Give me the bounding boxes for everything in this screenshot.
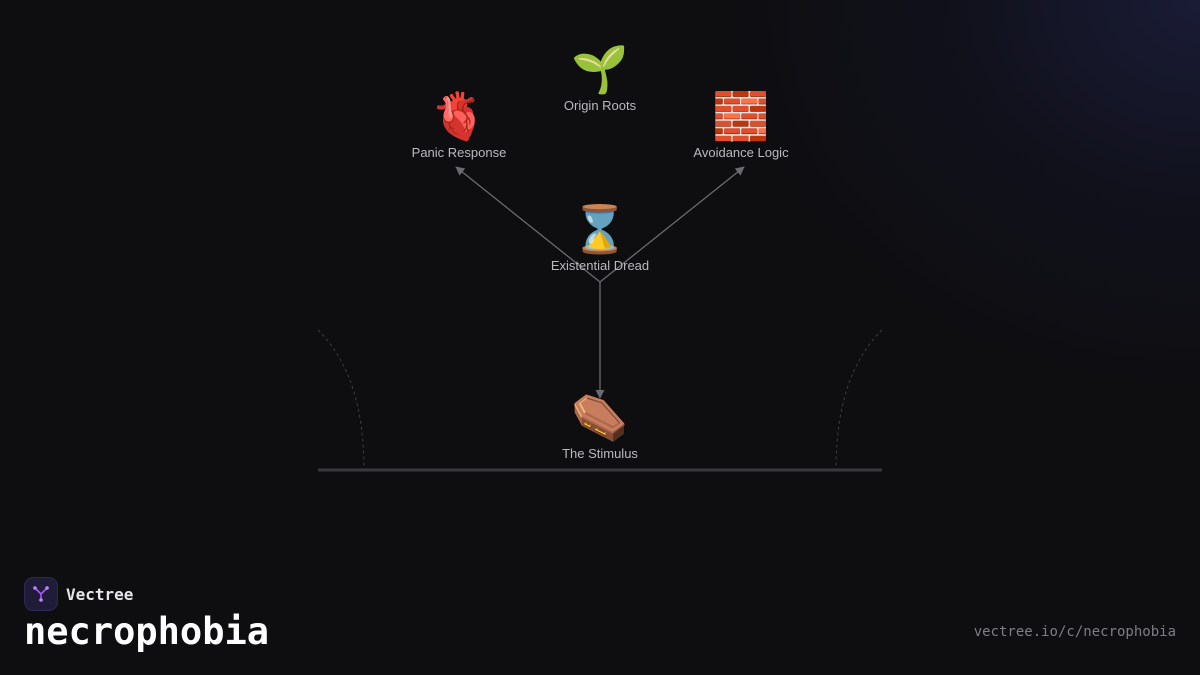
- node-label: Panic Response: [411, 145, 507, 160]
- node-origin-roots[interactable]: 🌱 Origin Roots: [520, 42, 680, 113]
- node-panic-response[interactable]: 🫀 Panic Response: [379, 89, 539, 160]
- seedling-icon: 🌱: [571, 42, 629, 96]
- node-label: The Stimulus: [562, 446, 638, 461]
- brand[interactable]: Vectree: [24, 577, 133, 611]
- node-label: Existential Dread: [550, 258, 650, 273]
- coffin-icon: ⚰️: [571, 390, 629, 444]
- pot-right-curve: [835, 329, 883, 471]
- pot-left-curve: [317, 329, 365, 471]
- edge-dread-to-panic: [455, 166, 601, 283]
- page-url[interactable]: vectree.io/c/necrophobia: [973, 624, 1176, 640]
- node-existential-dread[interactable]: ⌛ Existential Dread: [520, 202, 680, 273]
- anatomical-heart-icon: 🫀: [430, 89, 488, 143]
- hourglass-icon: ⌛: [571, 202, 629, 256]
- node-label: Origin Roots: [563, 98, 637, 113]
- brick-wall-icon: 🧱: [712, 89, 770, 143]
- node-the-stimulus[interactable]: ⚰️ The Stimulus: [520, 390, 680, 461]
- node-avoidance-logic[interactable]: 🧱 Avoidance Logic: [661, 89, 821, 160]
- edge-dread-to-avoidance: [599, 166, 745, 283]
- brand-name: Vectree: [66, 584, 134, 604]
- page-title: necrophobia: [24, 610, 270, 653]
- vectree-logo-icon: [24, 577, 58, 611]
- node-label: Avoidance Logic: [693, 145, 789, 160]
